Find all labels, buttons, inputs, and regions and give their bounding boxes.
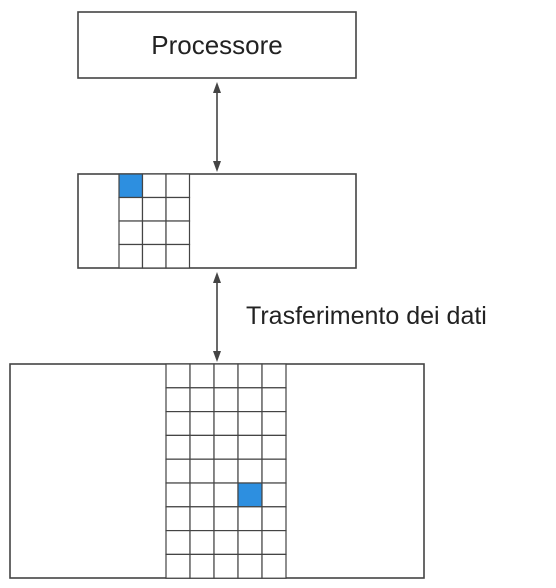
processor-block: Processore [77, 11, 357, 79]
cache-cell [118, 196, 144, 222]
memory-cell [213, 434, 239, 460]
memory-cell [165, 387, 191, 413]
memory-cell [165, 553, 191, 579]
memory-cell [261, 506, 287, 532]
processor-label: Processore [151, 30, 283, 60]
memory-cell [237, 411, 263, 437]
memory-cell [213, 387, 239, 413]
memory-cell [261, 363, 287, 389]
memory-cell [189, 506, 215, 532]
main-memory-grid [165, 363, 287, 579]
memory-cell [237, 387, 263, 413]
memory-cell [189, 363, 215, 389]
cache-cell [118, 243, 144, 269]
memory-cell [261, 482, 287, 508]
memory-cell [165, 482, 191, 508]
cache-cell [141, 173, 167, 199]
cache-cell [165, 173, 191, 199]
memory-cell [237, 553, 263, 579]
memory-cell [165, 411, 191, 437]
memory-cell [213, 482, 239, 508]
cache-cell [141, 196, 167, 222]
memory-cell [237, 458, 263, 484]
memory-cell [237, 529, 263, 555]
memory-cell [165, 529, 191, 555]
cache-cell-highlighted [118, 173, 144, 199]
cache-cell [165, 196, 191, 222]
memory-cell [213, 553, 239, 579]
memory-cell [189, 553, 215, 579]
memory-cell [213, 506, 239, 532]
processor-box [77, 11, 357, 79]
memory-cell [261, 529, 287, 555]
processor-cache-arrow [213, 82, 221, 172]
cache-cell [141, 243, 167, 269]
memory-cell [165, 458, 191, 484]
memory-cell [189, 458, 215, 484]
cache-cell [118, 220, 144, 246]
memory-cell [213, 529, 239, 555]
main-memory-block [9, 363, 425, 579]
data-transfer-label: Trasferimento dei dati [246, 302, 487, 330]
cache-cell [141, 220, 167, 246]
memory-cell-highlighted [237, 482, 263, 508]
cache-cell [165, 243, 191, 269]
memory-cell [237, 506, 263, 532]
memory-cell [165, 506, 191, 532]
memory-cell [189, 482, 215, 508]
data-transfer-arrow [213, 272, 221, 362]
memory-cell [261, 411, 287, 437]
arrow-up-head [213, 82, 221, 93]
memory-cell [189, 387, 215, 413]
memory-cell [165, 363, 191, 389]
memory-cell [165, 434, 191, 460]
cache-grid [118, 173, 191, 269]
memory-cell [213, 411, 239, 437]
memory-cell [261, 387, 287, 413]
memory-cell [213, 363, 239, 389]
arrow-down-head [213, 351, 221, 362]
memory-cell [189, 529, 215, 555]
memory-cell [189, 434, 215, 460]
memory-cell [261, 553, 287, 579]
memory-cell [237, 363, 263, 389]
cache-cell [165, 220, 191, 246]
arrow-up-head [213, 272, 221, 283]
arrow-down-head [213, 161, 221, 172]
cache-memory-block [77, 173, 357, 269]
memory-cell [189, 411, 215, 437]
memory-cell [261, 458, 287, 484]
memory-cell [237, 434, 263, 460]
memory-cell [213, 458, 239, 484]
memory-cell [261, 434, 287, 460]
